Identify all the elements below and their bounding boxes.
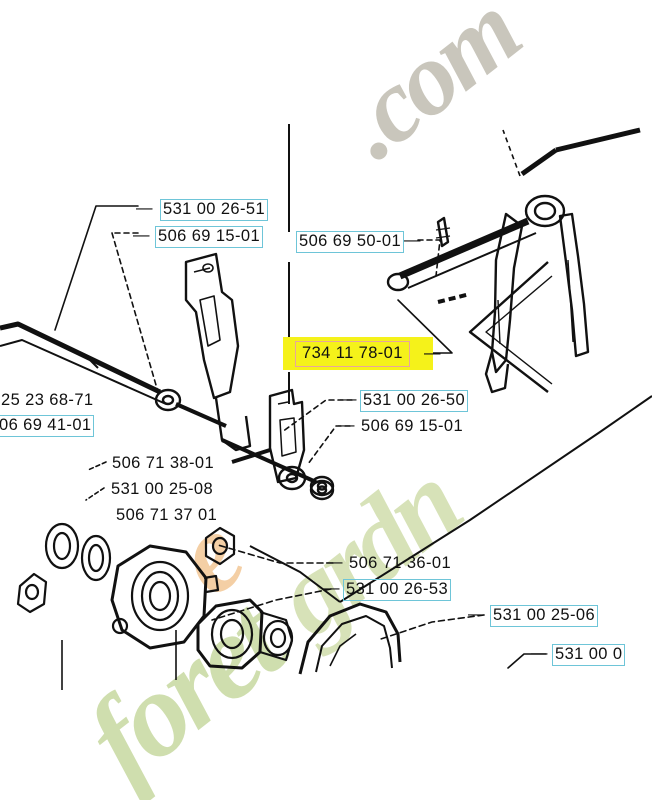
part-label-531-00-25-06[interactable]: 531 00 25-06 (490, 605, 599, 627)
part-label-506-69-15-01-top[interactable]: 506 69 15-01 (155, 226, 264, 248)
part-label-531-00-26-50[interactable]: 531 00 26-50 (360, 390, 469, 412)
part-label-506-71-36-01[interactable]: 506 71 36-01 (349, 554, 452, 572)
part-label-506-71-37-01[interactable]: 506 71 37 01 (116, 506, 218, 524)
center-bracket-two (231, 388, 335, 501)
part-label-531-00-0[interactable]: 531 00 0 (552, 644, 626, 666)
leader-dash-10: — (531, 644, 548, 662)
part-label-506-69-15-01-mid[interactable]: 506 69 15-01 (361, 417, 464, 435)
part-label-531-00-26-53[interactable]: 531 00 26-53 (343, 579, 452, 601)
part-label-506-71-38-01[interactable]: 506 71 38-01 (112, 454, 215, 472)
part-label-06-69-41-01[interactable]: 06 69 41-01 (0, 415, 95, 437)
part-label-531-00-25-08[interactable]: 531 00 25-08 (111, 480, 214, 498)
leader-lines (54, 205, 547, 669)
leader-dash-4: — (424, 344, 441, 362)
center-left-bracket (184, 252, 335, 497)
part-label-25-23-68-71[interactable]: 25 23 68-71 (1, 391, 94, 409)
leader-dash-9: — (468, 605, 485, 623)
leader-dash-2: — (133, 226, 150, 244)
left-rod-assembly (0, 321, 227, 428)
curved-cover (298, 602, 402, 675)
leader-dash-8: — (323, 579, 340, 597)
leader-dash-7: — (326, 553, 343, 571)
part-label-531-00-26-51[interactable]: 531 00 26-51 (160, 199, 269, 221)
leader-dash-1: — (136, 199, 153, 217)
guide-outline (249, 395, 652, 603)
leader-dash-3: — (404, 231, 421, 249)
bearing-cluster (16, 522, 294, 690)
part-label-734-11-78-01-highlighted[interactable]: 734 11 78-01 (295, 341, 410, 367)
upper-right-linkage (386, 127, 641, 394)
leader-dash-5: — (340, 390, 357, 408)
part-label-506-69-50-01[interactable]: 506 69 50-01 (296, 231, 405, 253)
leader-dash-6: — (338, 416, 355, 434)
